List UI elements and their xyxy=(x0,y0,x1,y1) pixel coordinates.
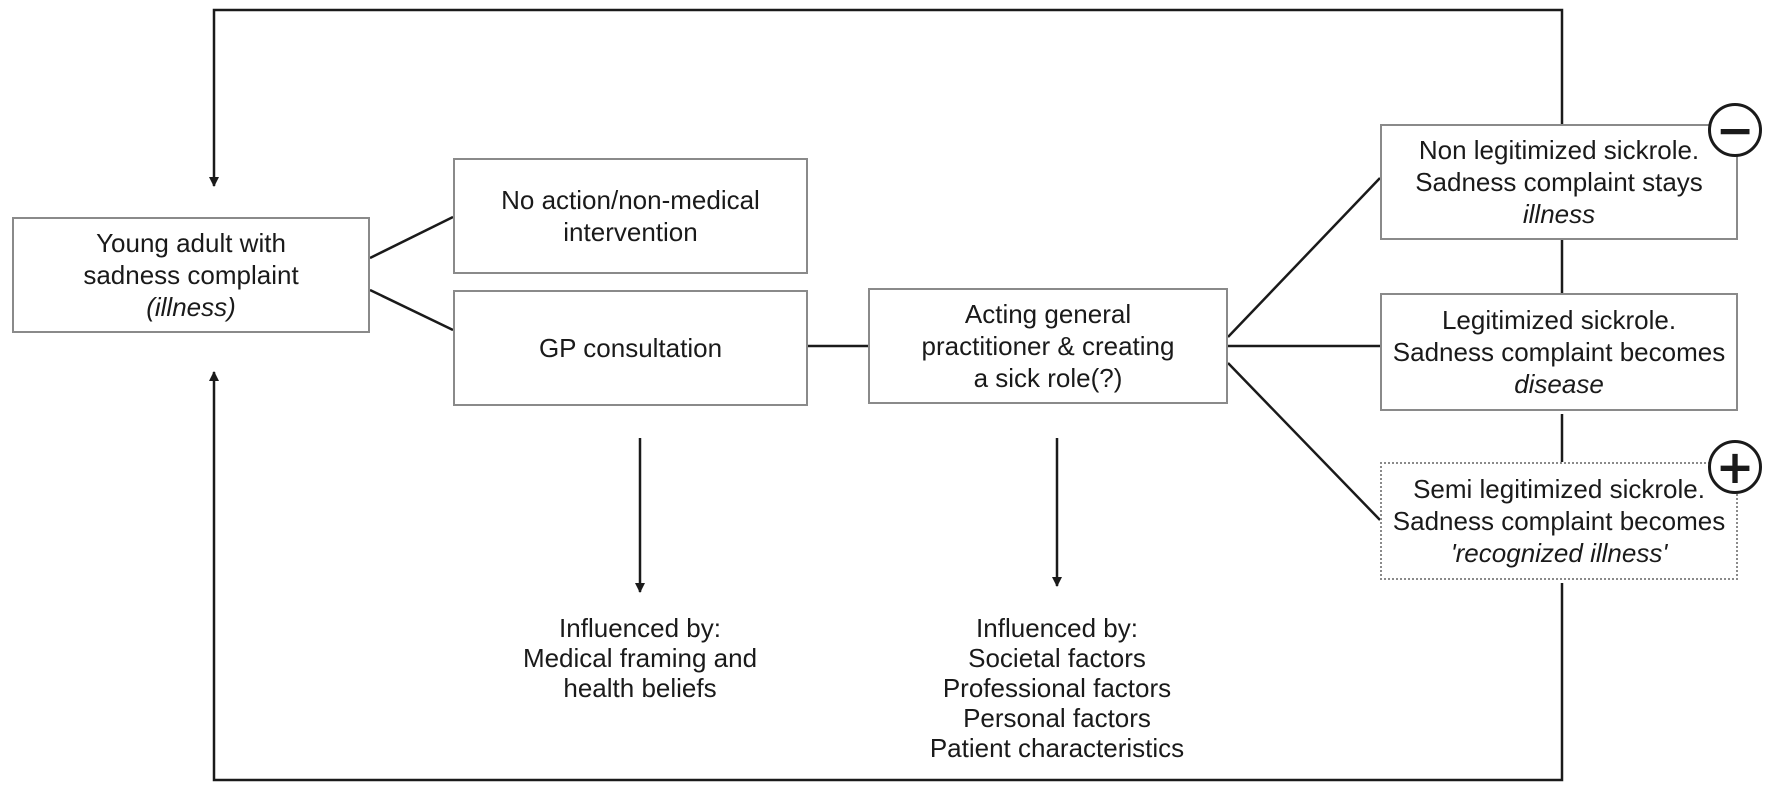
influence-acting-line1: Influenced by: xyxy=(976,613,1138,643)
influence-acting-line2: Societal factors xyxy=(968,643,1146,673)
node-semi-legitimized: Semi legitimized sickrole. Sadness compl… xyxy=(1380,462,1738,580)
node-acting-gp-line1: Acting general xyxy=(964,299,1132,329)
node-non-legitimized-line3: illness xyxy=(1522,199,1596,229)
plus-sign-icon: + xyxy=(1708,440,1762,494)
node-acting-gp: Acting general practitioner & creating a… xyxy=(868,288,1228,404)
node-no-action: No action/non-medical intervention xyxy=(453,158,808,274)
node-gp-consultation-line1: GP consultation xyxy=(538,333,723,363)
influence-acting-line5: Patient characteristics xyxy=(929,733,1185,763)
node-legitimized: Legitimized sickrole. Sadness complaint … xyxy=(1380,293,1738,411)
node-legitimized-line3: disease xyxy=(1514,369,1604,399)
node-legitimized-line1: Legitimized sickrole. xyxy=(1441,305,1677,335)
node-non-legitimized-line1: Non legitimized sickrole. xyxy=(1418,135,1700,165)
minus-sign-icon: − xyxy=(1708,103,1762,157)
influence-gp-line1: Influenced by: xyxy=(559,613,721,643)
node-young-adult-line2: sadness complaint xyxy=(83,260,299,290)
node-young-adult: Young adult with sadness complaint (illn… xyxy=(12,217,370,333)
influence-gp-line3: health beliefs xyxy=(563,673,717,703)
influence-gp-line2: Medical framing and xyxy=(522,643,758,673)
node-acting-gp-line2: practitioner & creating xyxy=(921,331,1175,361)
influence-acting-line4: Personal factors xyxy=(963,703,1151,733)
influence-acting-line3: Professional factors xyxy=(942,673,1172,703)
node-non-legitimized: Non legitimized sickrole. Sadness compla… xyxy=(1380,124,1738,240)
node-legitimized-line2: Sadness complaint becomes xyxy=(1392,337,1726,367)
feedback-loop-bottom xyxy=(209,371,1564,782)
edge-to-no-action xyxy=(369,215,454,260)
node-semi-legitimized-line1: Semi legitimized sickrole. xyxy=(1413,474,1705,504)
edge-to-non-legitimized xyxy=(1227,177,1381,338)
influence-acting: Influenced by: Societal factors Professi… xyxy=(897,613,1217,763)
node-no-action-line2: intervention xyxy=(563,217,698,247)
node-young-adult-line3: (illness) xyxy=(146,292,236,322)
node-semi-legitimized-line3: 'recognized illness' xyxy=(1450,538,1668,568)
edge-to-semi-legitimized xyxy=(1227,362,1381,521)
edge-to-gp xyxy=(369,288,454,332)
node-acting-gp-line3: a sick role(?) xyxy=(973,363,1123,393)
node-young-adult-line1: Young adult with xyxy=(96,228,286,258)
node-semi-legitimized-line2: Sadness complaint becomes xyxy=(1392,506,1726,536)
influence-gp: Influenced by: Medical framing and healt… xyxy=(480,613,800,703)
node-gp-consultation: GP consultation xyxy=(453,290,808,406)
feedback-loop-top xyxy=(209,8,1564,252)
node-non-legitimized-line2: Sadness complaint stays xyxy=(1415,167,1703,197)
node-no-action-line1: No action/non-medical xyxy=(501,185,760,215)
